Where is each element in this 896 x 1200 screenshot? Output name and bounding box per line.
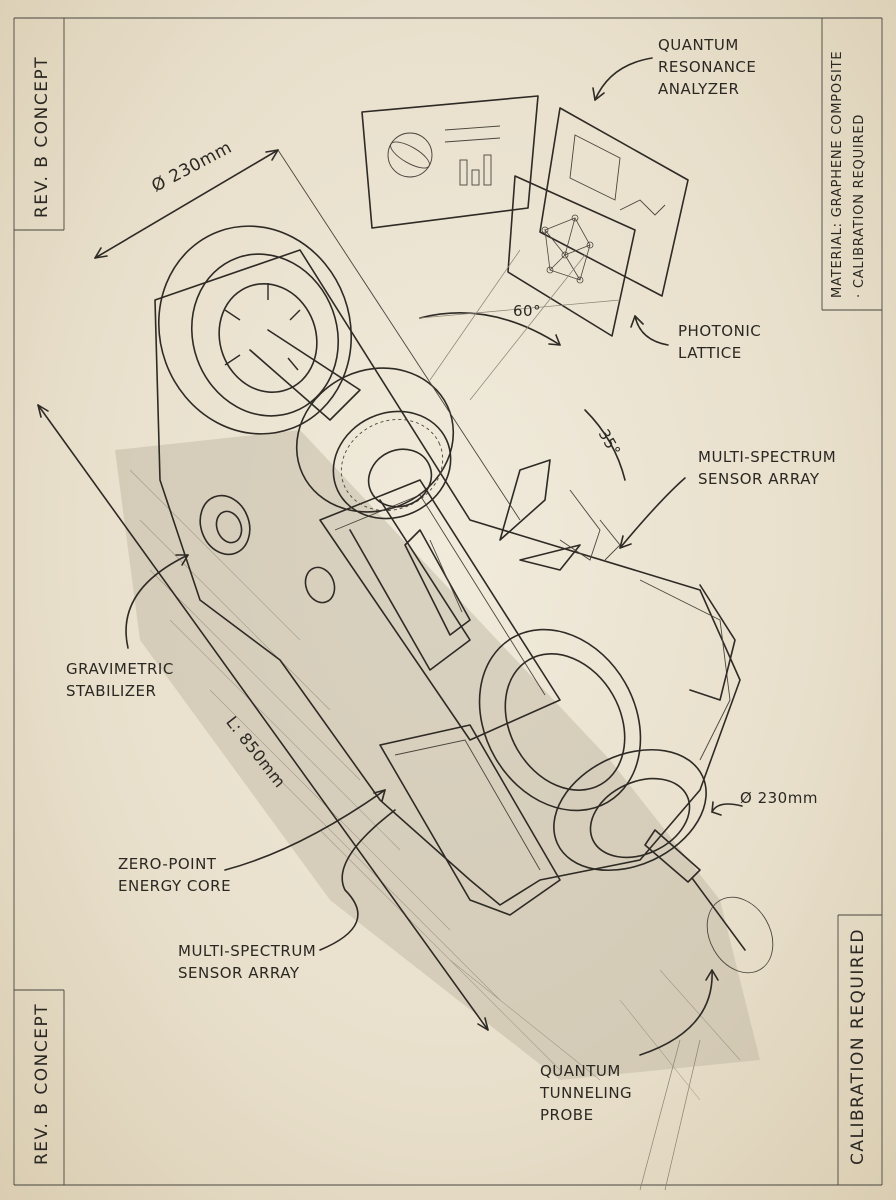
floating-crystals (499, 459, 621, 571)
rev-note-top-left: REV. B CONCEPT (32, 55, 52, 218)
leader-arrows (125, 57, 774, 1056)
page-border (13, 17, 883, 1186)
front-diameter-label: Ø 230mm (740, 789, 818, 807)
zero-point-energy-core-label: ZERO-POINT ENERGY CORE (118, 855, 232, 895)
sensor-array-upper-label: MULTI-SPECTRUM SENSOR ARRAY (698, 448, 837, 488)
chassis-frame (154, 249, 741, 916)
material-note: MATERIAL: GRAPHENE COMPOSITE (830, 50, 845, 298)
angle-60-label: 60° (513, 302, 542, 320)
side-knobs (199, 494, 336, 604)
analyzer-panels (361, 95, 689, 337)
photonic-lattice-label: PHOTONIC LATTICE (678, 322, 762, 362)
quantum-resonance-analyzer-label: QUANTUM RESONANCE ANALYZER (658, 36, 757, 98)
device-shadow (115, 430, 760, 1191)
calibration-note-top: · CALIBRATION REQUIRED (852, 113, 867, 298)
calibration-note-bottom: CALIBRATION REQUIRED (848, 927, 868, 1165)
central-cylinder (295, 367, 471, 671)
dimension-lines (37, 149, 626, 1031)
front-gimbal (478, 584, 746, 951)
sensor-array-lower-label: MULTI-SPECTRUM SENSOR ARRAY (178, 942, 317, 982)
gravimetric-stabilizer-label: GRAVIMETRIC STABILIZER (66, 660, 174, 700)
rear-wheel-housing (157, 225, 361, 435)
rev-note-bottom-left: REV. B CONCEPT (32, 1002, 52, 1165)
quantum-tunneling-probe-label: QUANTUM TUNNELING PROBE (540, 1062, 633, 1124)
